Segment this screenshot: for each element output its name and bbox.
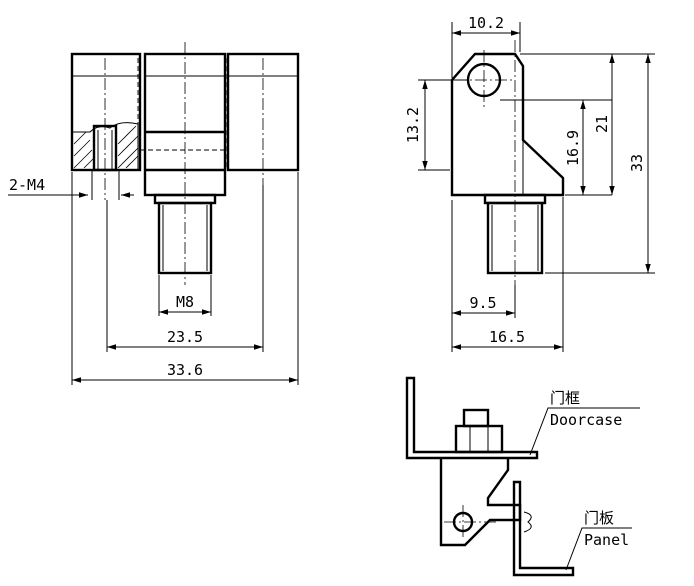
side-body <box>450 52 565 197</box>
upper-height-label: 21 <box>593 115 611 133</box>
total-height-label: 33 <box>628 154 646 172</box>
panel-leader <box>565 527 632 571</box>
base-width-label: 16.5 <box>489 328 525 346</box>
hinge-body <box>439 458 522 547</box>
panel-fastener <box>523 511 532 533</box>
stud-label: M8 <box>176 293 194 311</box>
side-stud <box>486 201 544 275</box>
panel-bracket <box>512 480 575 577</box>
nut-top <box>462 408 490 428</box>
total-width-label: 33.6 <box>167 361 203 379</box>
doorcase-label-en: Doorcase <box>550 411 622 429</box>
section-hatch <box>73 125 139 169</box>
mid-height-label: 16.9 <box>564 130 582 166</box>
nut <box>454 424 504 454</box>
doorcase-label-cn: 门框 <box>550 389 580 407</box>
panel-label-cn: 门板 <box>584 509 614 527</box>
installation-view: 门框 Doorcase 门板 Panel <box>405 376 640 577</box>
doorcase-leader <box>529 407 640 456</box>
doorcase-bracket <box>405 376 539 460</box>
hole-height-label: 13.2 <box>404 107 422 143</box>
offset-label: 9.5 <box>469 294 496 312</box>
side-view: 10.2 13.2 16.9 21 33 9.5 16.5 <box>404 14 655 352</box>
top-width-label: 10.2 <box>468 14 504 32</box>
inner-width-label: 23.5 <box>167 328 203 346</box>
thread-label: 2-M4 <box>9 176 45 194</box>
front-view: 2-M4 M8 23.5 33.6 <box>8 42 300 385</box>
left-block <box>70 52 142 172</box>
right-block <box>226 52 300 172</box>
panel-label-en: Panel <box>584 531 629 549</box>
